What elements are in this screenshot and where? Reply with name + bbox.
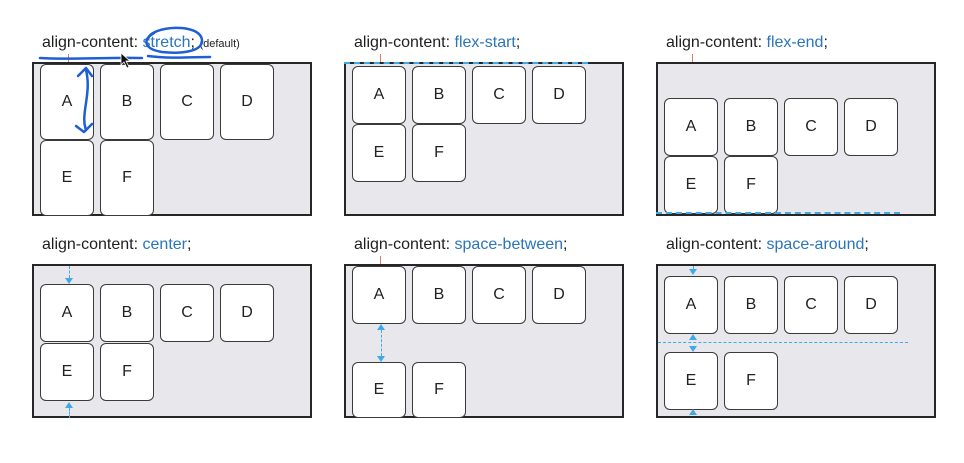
flex-item: E	[664, 352, 718, 410]
flex-item: A	[352, 66, 406, 124]
property-value: stretch	[142, 34, 191, 51]
property-name: align-content:	[354, 34, 451, 51]
double-arrow-icon	[74, 66, 94, 134]
arrow-down-icon	[689, 346, 697, 352]
flex-item: C	[784, 98, 838, 156]
property-name: align-content:	[42, 34, 139, 51]
flex-item: A	[664, 276, 718, 334]
ink-underline-icon	[38, 54, 212, 60]
ink-circle-icon	[145, 26, 204, 54]
gap-guide	[693, 266, 694, 270]
panel-label: align-content: space-between;	[354, 236, 567, 254]
arrow-down-icon	[377, 356, 385, 362]
flex-item: B	[724, 276, 778, 334]
semicolon: ;	[823, 34, 828, 51]
flex-item: A	[352, 266, 406, 324]
flex-container: A B C D E F	[344, 264, 624, 418]
guide-line	[380, 256, 381, 266]
gap-guide	[381, 330, 382, 356]
semicolon: ;	[563, 236, 568, 253]
flex-item: D	[532, 266, 586, 324]
flex-item: B	[412, 66, 466, 124]
semicolon: ;	[190, 34, 195, 51]
arrow-up-icon	[689, 409, 697, 415]
flex-container: A B C D E F	[656, 62, 936, 216]
flex-item: D	[532, 66, 586, 124]
flex-item: A	[664, 98, 718, 156]
flex-container: A B C D E F	[32, 264, 312, 418]
gap-guide	[69, 408, 70, 418]
flex-item: B	[724, 98, 778, 156]
panel-space-around: align-content: space-around; A B C D E F	[656, 236, 936, 432]
flex-item: F	[724, 156, 778, 214]
arrow-up-icon	[65, 402, 73, 408]
semicolon: ;	[186, 236, 192, 253]
gap-guide	[69, 266, 70, 278]
flex-item: F	[100, 343, 154, 401]
flex-item: E	[40, 140, 94, 216]
flex-item: B	[100, 64, 154, 140]
panel-flex-end: align-content: flex-end; A B C D E F	[656, 34, 936, 230]
flex-item: B	[100, 284, 154, 342]
panel-label: align-content: flex-start;	[354, 34, 520, 52]
flex-item: E	[352, 124, 406, 182]
panel-stretch: align-content: stretch; (default) A B C …	[32, 26, 312, 230]
panel-center: align-content: center; A B C D E F	[32, 236, 312, 432]
flex-item: C	[472, 266, 526, 324]
guide-line	[380, 54, 381, 64]
flex-item: E	[40, 343, 94, 401]
flex-item: F	[412, 124, 466, 182]
panel-label: align-content: center;	[42, 236, 191, 254]
flex-item: C	[472, 66, 526, 124]
property-value: center	[142, 236, 187, 253]
flex-item: F	[100, 140, 154, 216]
panel-space-between: align-content: space-between; A B C D E …	[344, 236, 624, 432]
panel-flex-start: align-content: flex-start; A B C D E F	[344, 34, 624, 230]
flex-item: E	[352, 362, 406, 418]
end-guide	[656, 212, 900, 214]
flex-item: D	[844, 276, 898, 334]
flex-container: A B C D E F	[656, 264, 936, 418]
panel-label: align-content: space-around;	[666, 236, 869, 254]
arrow-up-icon	[377, 324, 385, 330]
panel-label: align-content: flex-end;	[666, 34, 828, 52]
property-name: align-content:	[666, 236, 763, 253]
guide-line	[692, 54, 693, 64]
property-value: flex-start	[454, 34, 516, 51]
flex-item: F	[724, 352, 778, 410]
semicolon: ;	[864, 236, 869, 253]
flex-item: F	[412, 362, 466, 418]
flex-item: C	[160, 64, 214, 140]
midline-guide	[658, 342, 908, 343]
property-value: space-between	[454, 236, 564, 253]
cursor-arrow-icon	[120, 52, 132, 69]
property-name: align-content:	[354, 236, 451, 253]
flex-item: D	[844, 98, 898, 156]
flex-item: C	[784, 276, 838, 334]
property-value: flex-end	[766, 34, 824, 51]
property-name: align-content:	[42, 236, 139, 253]
arrow-down-icon	[65, 278, 73, 284]
property-value: space-around	[766, 236, 865, 253]
start-guide	[344, 62, 588, 64]
arrow-down-icon	[689, 269, 697, 275]
flex-item: E	[664, 156, 718, 214]
flex-item: D	[220, 284, 274, 342]
default-note: (default)	[199, 38, 240, 50]
panel-label: align-content: stretch; (default)	[42, 34, 240, 52]
arrow-up-icon	[689, 334, 697, 340]
flex-container: A B C D E F	[344, 62, 624, 216]
flex-item: D	[220, 64, 274, 140]
semicolon: ;	[515, 34, 521, 51]
flex-item: A	[40, 284, 94, 342]
property-name: align-content:	[666, 34, 763, 51]
flex-item: C	[160, 284, 214, 342]
flex-item: B	[412, 266, 466, 324]
